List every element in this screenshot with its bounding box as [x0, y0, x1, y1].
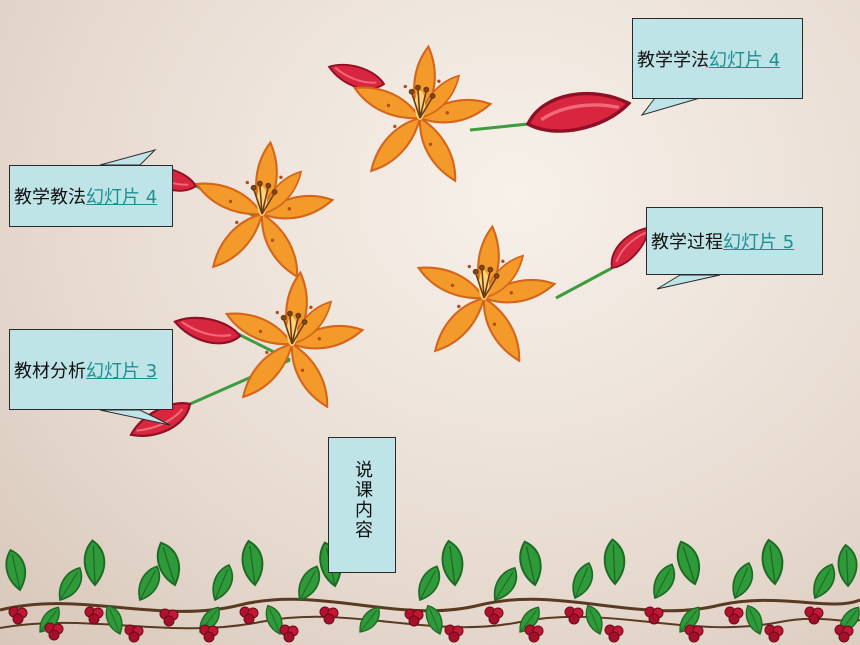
link-slide-4[interactable]: 幻灯片 4 — [86, 187, 158, 208]
leaf-vine-border — [0, 536, 860, 643]
lily-flower-icon — [221, 271, 366, 412]
page-title: 说课内容 — [352, 460, 373, 540]
lily-flower-icon — [191, 141, 336, 282]
link-slide-3[interactable]: 幻灯片 3 — [86, 360, 158, 382]
link-slide-5[interactable]: 幻灯片 5 — [723, 232, 795, 253]
callout-teaching-method: 教学教法幻灯片 4 — [9, 165, 173, 227]
callout-label: 教材分析 — [14, 360, 86, 382]
lily-flower-icon — [349, 45, 494, 186]
callout-label: 教学教法 — [14, 187, 86, 208]
red-bud-icon — [524, 88, 633, 136]
callout-label: 教学过程 — [651, 232, 723, 253]
callout-teaching-learning: 教学学法幻灯片 4 — [632, 18, 803, 99]
callout-label: 教学学法 — [637, 49, 709, 71]
title-box: 说课内容 — [328, 437, 396, 573]
link-slide-4[interactable]: 幻灯片 4 — [709, 49, 781, 71]
lily-flower-icon — [413, 225, 558, 366]
callout-textbook-analysis: 教材分析幻灯片 3 — [9, 329, 173, 410]
callout-teaching-process: 教学过程幻灯片 5 — [646, 207, 823, 275]
